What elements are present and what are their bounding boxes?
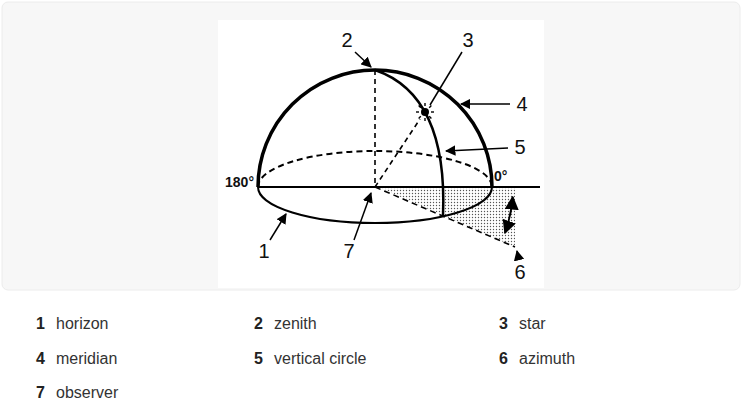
legend-term: meridian xyxy=(56,349,117,368)
legend-term: horizon xyxy=(56,314,108,333)
horizon-diameter xyxy=(258,186,540,188)
horizon-front-arc xyxy=(258,187,492,223)
leader-line xyxy=(517,251,519,260)
angle-label: 0° xyxy=(494,168,507,185)
azimuth-angle-arrow xyxy=(505,197,513,233)
star-sightline xyxy=(375,119,420,187)
callout-number: 1 xyxy=(258,239,269,263)
legend-number: 7 xyxy=(36,383,45,402)
angle-label: 180° xyxy=(225,174,254,191)
legend-term: observer xyxy=(56,383,118,402)
figure-panel xyxy=(2,2,740,290)
legend-number: 3 xyxy=(499,314,508,333)
leader-line xyxy=(354,193,371,240)
callout-number: 6 xyxy=(514,260,525,284)
leader-line xyxy=(355,52,371,67)
callout-number: 7 xyxy=(343,239,354,263)
leader-line xyxy=(461,103,510,105)
zenith-line xyxy=(374,70,376,187)
legend-term: star xyxy=(519,314,546,333)
figure-ground xyxy=(218,20,544,288)
callout-number: 5 xyxy=(514,135,525,159)
azimuth-line xyxy=(375,187,515,247)
leader-line xyxy=(430,52,462,105)
legend-term: vertical circle xyxy=(274,349,366,368)
meridian-arc xyxy=(258,70,492,187)
legend-number: 6 xyxy=(499,349,508,368)
leader-line xyxy=(270,214,286,240)
vertical-circle-arc xyxy=(375,70,443,216)
callout-number: 3 xyxy=(462,28,473,52)
azimuth-shading xyxy=(378,187,515,247)
legend-term: azimuth xyxy=(519,349,575,368)
legend-number: 4 xyxy=(36,349,45,368)
star-symbol xyxy=(416,103,434,121)
legend-number: 2 xyxy=(254,314,263,333)
leader-line xyxy=(446,148,508,151)
legend-term: zenith xyxy=(274,314,317,333)
legend-number: 5 xyxy=(254,349,263,368)
callout-number: 4 xyxy=(516,92,527,116)
callout-number: 2 xyxy=(341,28,352,52)
legend-number: 1 xyxy=(36,314,45,333)
